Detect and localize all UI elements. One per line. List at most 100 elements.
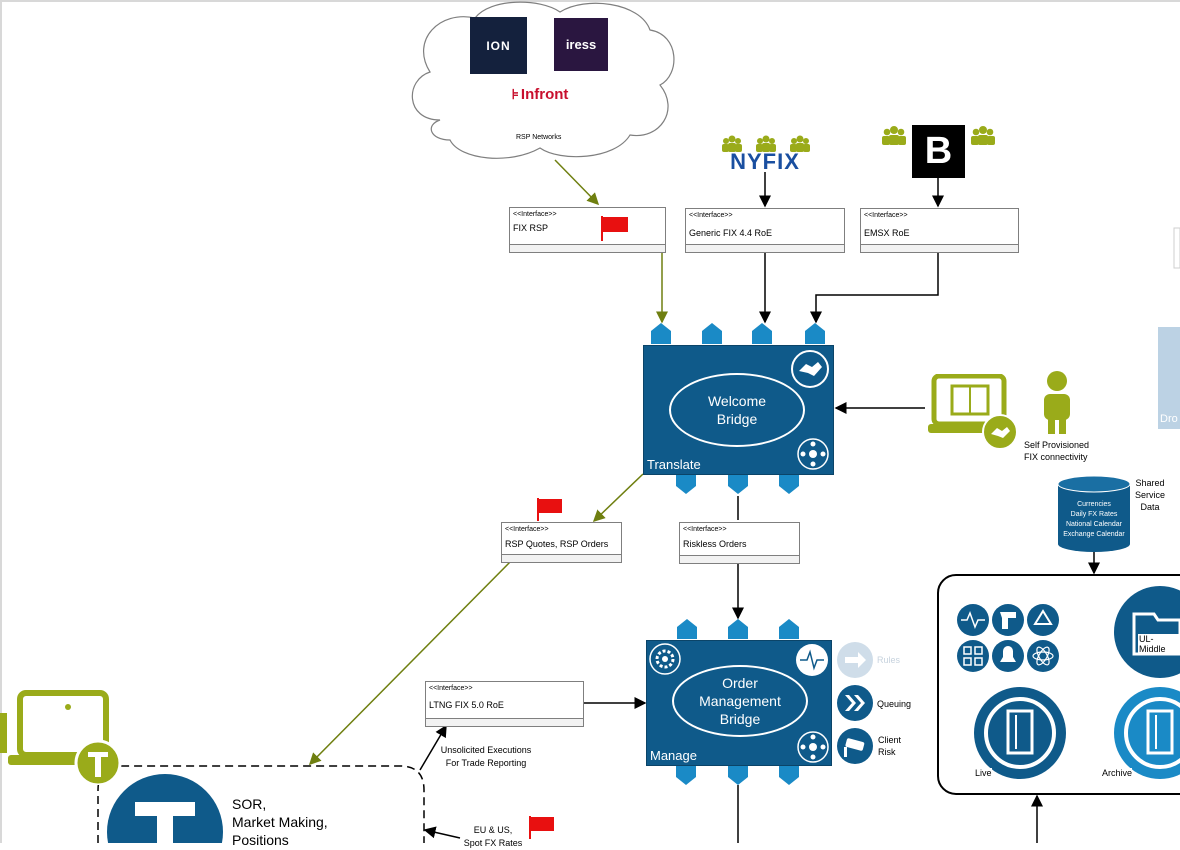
- bridge-caption: Translate: [647, 457, 701, 472]
- rsp-networks-label: RSP Networks: [516, 134, 562, 141]
- gear-icon: [649, 643, 681, 675]
- user-group-icon: [756, 135, 776, 152]
- self-provisioned-line: FIX connectivity: [1024, 452, 1088, 462]
- network-node-icon: [797, 731, 829, 763]
- shared-service-title-line: Service: [1134, 490, 1165, 500]
- handshake-icon: [791, 350, 829, 388]
- nyfix-logo-text: NYFIX: [730, 149, 800, 174]
- interface-generic-fix[interactable]: <<Interface>> Generic FIX 4.4 RoE: [685, 208, 845, 253]
- sor-label-line: SOR,: [232, 796, 267, 812]
- order-bridge-ports: [676, 619, 799, 785]
- bloomberg-logo-text: B: [924, 130, 953, 172]
- interface-stereotype: <<Interface>>: [429, 685, 473, 692]
- pulse-icon: [796, 644, 828, 676]
- ul-middle-label: UL-Middle: [1138, 634, 1180, 654]
- client-risk-label: Client Risk: [878, 734, 901, 758]
- red-flag-icon: [529, 816, 554, 839]
- client-risk-line: Risk: [878, 747, 896, 757]
- welcome-bridge-ports: [651, 323, 825, 494]
- bloomberg-users-right-icon: [971, 126, 995, 151]
- shared-service-item: Daily FX Rates: [1070, 511, 1118, 518]
- window-left-edge: [0, 0, 2, 843]
- interface-stereotype: <<Interface>>: [689, 212, 733, 219]
- laptop-book-icon: [928, 374, 1018, 450]
- interface-fix-rsp[interactable]: <<Interface>> FIX RSP: [509, 207, 666, 253]
- bloomberg-users-left-icon: [882, 126, 906, 151]
- sor-label-line: Positions: [232, 832, 289, 848]
- interface-name: Riskless Orders: [683, 539, 747, 549]
- nyfix-logo: NYFIX: [716, 149, 814, 174]
- shared-service-title-line: Shared: [1135, 478, 1165, 488]
- welcome-bridge-title: Welcome Bridge: [669, 373, 805, 447]
- ion-logo: ION: [470, 17, 527, 74]
- edge-label-line: For Trade Reporting: [445, 758, 527, 768]
- bridge-caption: Manage: [650, 748, 697, 763]
- interface-name: FIX RSP: [513, 223, 549, 233]
- bridge-title-line: Bridge: [719, 711, 761, 727]
- shared-service-items: Currencies Daily FX Rates National Calen…: [1058, 500, 1130, 540]
- nyfix-users-icons: [722, 135, 812, 153]
- shared-service-title-line: Data: [1140, 502, 1160, 512]
- interface-stereotype: <<Interface>>: [683, 526, 727, 533]
- bloomberg-logo: B: [912, 125, 965, 178]
- partial-olive-shape: [0, 713, 7, 753]
- order-bridge-title: Order Management Bridge: [672, 665, 808, 737]
- dro-fragment-box: [1158, 327, 1180, 429]
- client-risk-line: Client: [878, 735, 902, 745]
- interface-footer: [861, 244, 1018, 252]
- eu-us-spot-fx-label: EU & US, Spot FX Rates: [455, 824, 531, 850]
- queuing-label: Queuing: [877, 699, 912, 709]
- dro-fragment-label: Dro: [1160, 413, 1178, 425]
- sor-label: SOR, Market Making, Positions: [232, 795, 328, 849]
- interface-rsp-quotes[interactable]: <<Interface>> RSP Quotes, RSP Orders: [501, 522, 622, 563]
- order-management-bridge[interactable]: Order Management Bridge Manage: [646, 640, 832, 766]
- interface-ltng[interactable]: <<Interface>> LTNG FIX 5.0 RoE: [425, 681, 584, 727]
- edge-label-line: Spot FX Rates: [463, 838, 523, 848]
- ion-logo-text: ION: [486, 38, 511, 53]
- self-provisioned-label: Self Provisioned FIX connectivity: [1024, 439, 1089, 463]
- rules-arrow-icon: [837, 642, 873, 678]
- user-group-icon: [722, 135, 742, 152]
- user-group-icon: [790, 135, 810, 152]
- interface-footer: [686, 244, 844, 252]
- shared-service-database: [1057, 475, 1131, 552]
- interface-emsx[interactable]: <<Interface>> EMSX RoE: [860, 208, 1019, 253]
- edge-label-line: EU & US,: [473, 825, 513, 835]
- edge-label-line: Unsolicited Executions: [440, 745, 532, 755]
- live-door-icon: [974, 687, 1066, 779]
- iress-logo: iress: [554, 18, 608, 71]
- shared-service-title: Shared Service Data: [1130, 477, 1170, 513]
- archive-label: Archive: [1102, 768, 1133, 778]
- iress-logo-text: iress: [565, 37, 597, 52]
- unsolicited-executions-label: Unsolicited Executions For Trade Reporti…: [432, 744, 540, 770]
- t-logo-icon: [107, 774, 223, 843]
- shared-service-item: National Calendar: [1065, 521, 1123, 528]
- ul-panel-icons: [957, 604, 1059, 672]
- bridge-title-line: Bridge: [716, 411, 758, 427]
- infront-logo: ⊧ Infront: [500, 84, 580, 104]
- rules-label: Rules: [877, 655, 901, 665]
- folder-icon: [1114, 586, 1180, 678]
- user-person-icon: [1044, 371, 1070, 434]
- bridge-title-line: Welcome: [707, 393, 767, 409]
- interface-stereotype: <<Interface>>: [864, 212, 908, 219]
- interface-name: LTNG FIX 5.0 RoE: [429, 700, 504, 710]
- welcome-bridge[interactable]: Welcome Bridge Translate: [643, 345, 834, 475]
- infront-mark-icon: ⊧: [511, 85, 519, 102]
- self-provisioned-line: Self Provisioned: [1024, 440, 1090, 450]
- bridge-title-line: Management: [699, 693, 781, 709]
- shared-service-item: Exchange Calendar: [1063, 531, 1125, 538]
- bridge-title-line: Order: [722, 675, 758, 691]
- interface-stereotype: <<Interface>>: [513, 211, 557, 218]
- infront-logo-text: Infront: [520, 85, 569, 103]
- red-flag-icon: [601, 216, 628, 241]
- queuing-chevrons-icon: [837, 685, 873, 721]
- interface-name: EMSX RoE: [864, 228, 910, 238]
- red-flag-icon: [537, 498, 562, 521]
- interface-name: RSP Quotes, RSP Orders: [505, 539, 609, 549]
- interface-footer: [426, 718, 583, 726]
- laptop-t-icon: [8, 690, 122, 785]
- interface-riskless[interactable]: <<Interface>> Riskless Orders: [679, 522, 800, 564]
- archive-door-icon: [1114, 687, 1180, 779]
